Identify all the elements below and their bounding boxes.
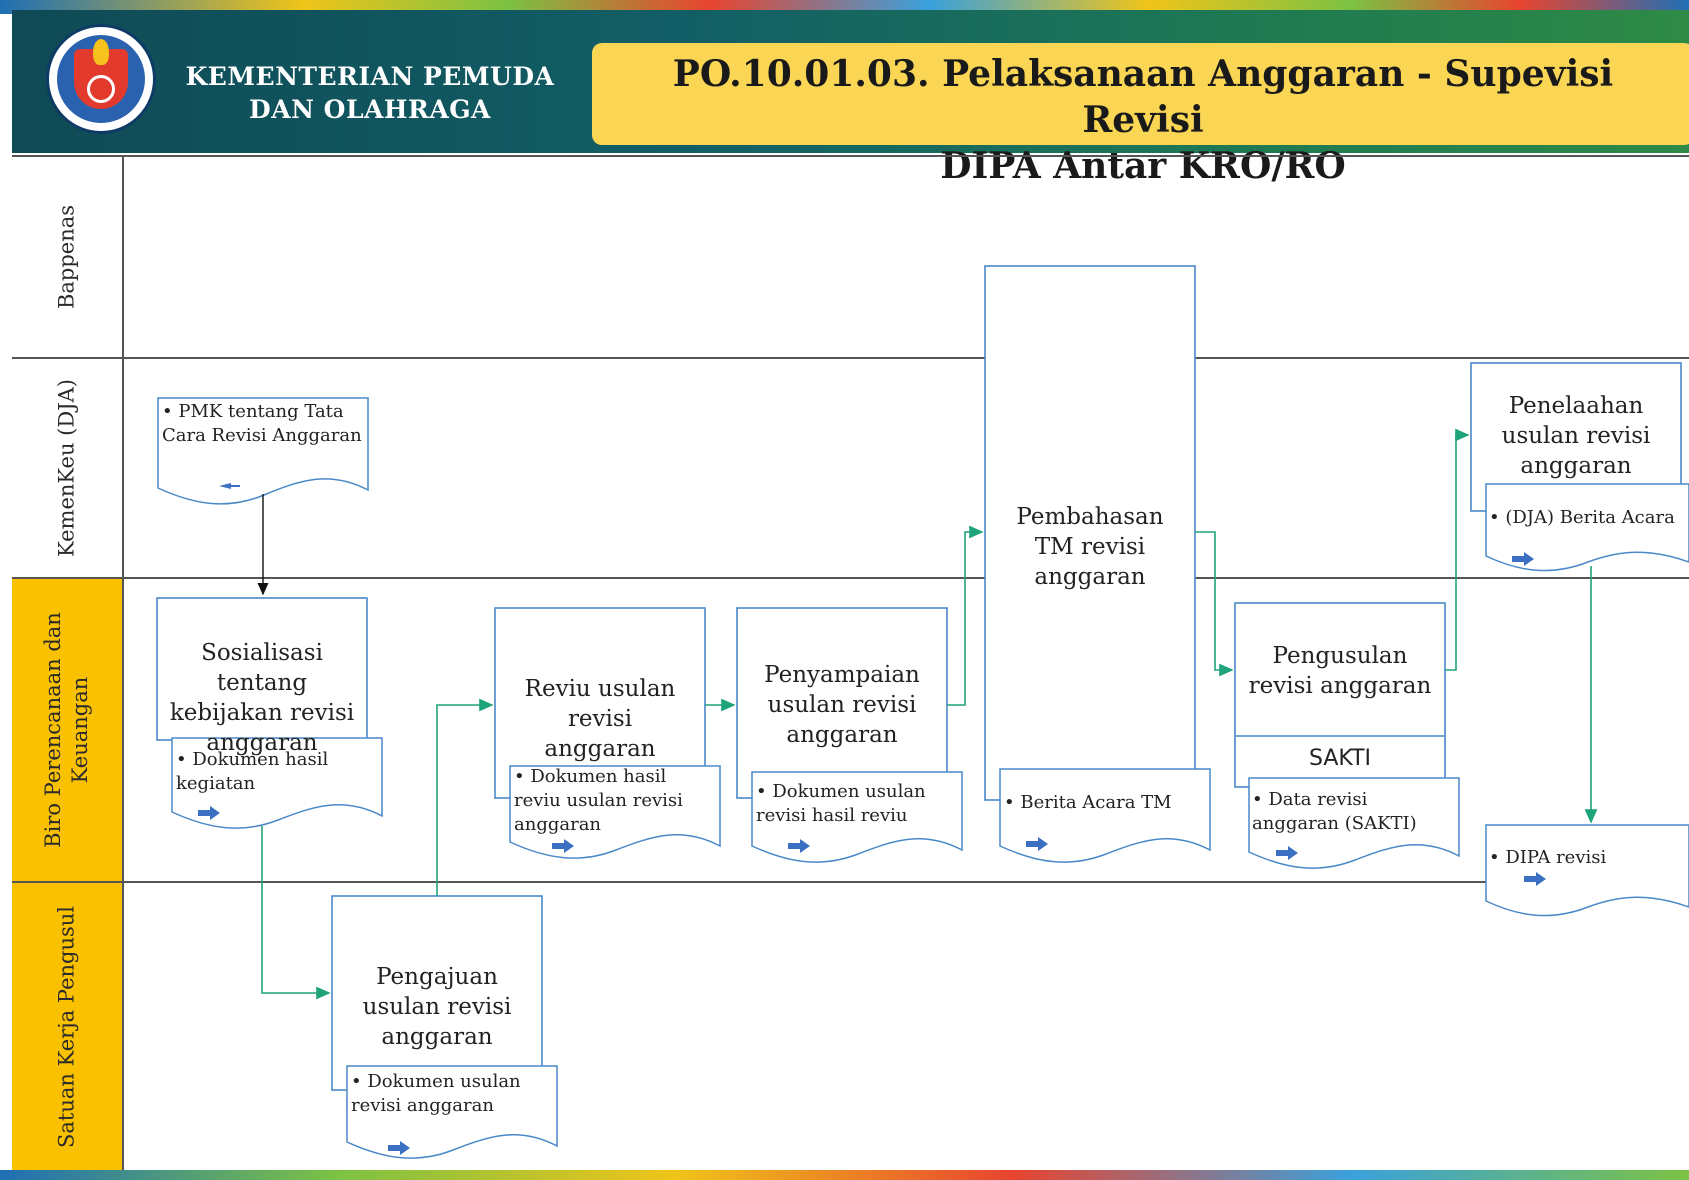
process-penyampaian: Penyampaian usulan revisi anggaran xyxy=(737,608,947,768)
process-sosialisasi: Sosialisasi tentang kebijakan revisi ang… xyxy=(157,598,367,756)
ministry-logo xyxy=(46,24,156,134)
title-line-2: DIPA Antar KRO/RO xyxy=(940,145,1346,187)
flow-pengajuan-to-reviu xyxy=(436,698,494,896)
doc-data-revisi-label: Data revisi anggaran (SAKTI) xyxy=(1252,789,1417,834)
process-sosialisasi-box xyxy=(156,597,368,741)
process-pengajuan-label: Pengajuan usulan revisi anggaran xyxy=(362,964,512,1050)
process-pengusulan-box xyxy=(1234,602,1446,788)
doc-arrow-icon xyxy=(1512,552,1534,566)
doc-usulan-revisi-shape xyxy=(346,1065,558,1159)
process-penelaahan: Penelaahan usulan revisi anggaran xyxy=(1471,363,1681,483)
lane-biro: Biro Perencanaan dan Keuangan xyxy=(12,578,124,882)
doc-dipa-revisi-shape xyxy=(1485,824,1689,917)
doc-pmk: • PMK tentang Tata Cara Revisi Anggaran xyxy=(162,401,362,446)
doc-data-revisi-shape xyxy=(1248,777,1460,869)
header-banner: KEMENTERIAN PEMUDA DAN OLAHRAGA PO.10.01… xyxy=(12,10,1689,187)
process-penelaahan-label: Penelaahan usulan revisi anggaran xyxy=(1501,393,1651,479)
doc-arrow-icon xyxy=(552,839,574,853)
doc-dja-berita-acara: • (DJA) Berita Acara xyxy=(1489,507,1675,528)
system-sakti-label: SAKTI xyxy=(1308,746,1372,771)
flow-sosialisasi-to-pengajuan xyxy=(261,826,331,1000)
doc-hasil-reviu-label: Dokumen hasil reviu usulan revisi anggar… xyxy=(514,766,683,835)
doc-arrow-icon xyxy=(788,839,810,853)
doc-usulan-hasil-reviu-label: Dokumen usulan revisi hasil reviu xyxy=(756,781,926,826)
doc-usulan-hasil-reviu: • Dokumen usulan revisi hasil reviu xyxy=(756,781,926,826)
process-pembahasan-label: Pembahasan TM revisi anggaran xyxy=(1016,504,1164,590)
doc-dipa-revisi: • DIPA revisi xyxy=(1489,847,1607,868)
doc-data-revisi: • Data revisi anggaran (SAKTI) xyxy=(1252,789,1417,834)
process-penyampaian-label: Penyampaian usulan revisi anggaran xyxy=(764,662,920,748)
process-pengusulan: Pengusulan revisi anggaran xyxy=(1235,603,1445,735)
doc-pmk-shape xyxy=(157,397,369,505)
process-sosialisasi-label: Sosialisasi tentang kebijakan revisi ang… xyxy=(169,640,355,756)
doc-hasil-kegiatan-shape xyxy=(171,737,383,829)
process-pengajuan-box xyxy=(331,895,543,1091)
doc-berita-acara-tm-shape xyxy=(999,768,1211,863)
lane-divider xyxy=(12,155,1689,157)
doc-arrow-icon xyxy=(1026,837,1048,851)
bottom-color-strip xyxy=(0,1170,1689,1180)
doc-usulan-revisi: • Dokumen usulan revisi anggaran xyxy=(351,1071,521,1116)
doc-arrow-icon xyxy=(1524,872,1546,886)
doc-dipa-revisi-label: DIPA revisi xyxy=(1505,847,1607,868)
title-line-1: PO.10.01.03. Pelaksanaan Anggaran - Supe… xyxy=(672,53,1614,141)
doc-arrow-icon xyxy=(198,806,220,820)
doc-berita-acara-tm: • Berita Acara TM xyxy=(1004,792,1172,813)
lane-kemenkeu: KemenKeu (DJA) xyxy=(12,358,124,578)
title-box: PO.10.01.03. Pelaksanaan Anggaran - Supe… xyxy=(592,43,1689,187)
page-title: PO.10.01.03. Pelaksanaan Anggaran - Supe… xyxy=(612,51,1674,189)
process-reviu: Reviu usulan revisi anggaran xyxy=(495,608,705,768)
process-penyampaian-box xyxy=(736,607,948,799)
process-pengusulan-label: Pengusulan revisi anggaran xyxy=(1248,643,1432,699)
doc-dja-berita-acara-label: (DJA) Berita Acara xyxy=(1505,507,1675,528)
lane-divider xyxy=(12,357,1689,359)
doc-hasil-reviu-shape xyxy=(509,765,721,859)
lane-satker: Satuan Kerja Pengusul xyxy=(12,882,124,1172)
org-name: KEMENTERIAN PEMUDA DAN OLAHRAGA xyxy=(185,62,555,124)
doc-pmk-label: PMK tentang Tata Cara Revisi Anggaran xyxy=(162,401,362,446)
doc-hasil-reviu: • Dokumen hasil reviu usulan revisi angg… xyxy=(514,766,683,835)
doc-arrow-icon xyxy=(388,1141,410,1155)
doc-hasil-kegiatan: • Dokumen hasil kegiatan xyxy=(176,749,329,794)
lane-bappenas: Bappenas xyxy=(12,155,124,358)
process-pembahasan: Pembahasan TM revisi anggaran xyxy=(985,266,1195,766)
doc-arrow-icons xyxy=(198,483,1546,1155)
doc-usulan-revisi-label: Dokumen usulan revisi anggaran xyxy=(351,1071,521,1116)
process-pembahasan-box xyxy=(984,265,1196,801)
process-reviu-label: Reviu usulan revisi anggaran xyxy=(524,676,676,762)
flow-penyampaian-to-pembahasan xyxy=(947,525,984,706)
lane-divider xyxy=(12,577,1689,579)
doc-arrow-icon xyxy=(1276,846,1298,860)
flow-pembahasan-to-pengusulan xyxy=(1195,531,1234,677)
lane-divider xyxy=(12,881,1689,883)
doc-hasil-kegiatan-label: Dokumen hasil kegiatan xyxy=(176,749,329,794)
process-pengajuan: Pengajuan usulan revisi anggaran xyxy=(332,896,542,1066)
doc-berita-acara-tm-label: Berita Acara TM xyxy=(1020,792,1172,813)
doc-dja-berita-acara-shape xyxy=(1485,483,1689,572)
flow-pengusulan-to-penelaahan xyxy=(1445,428,1470,671)
doc-arrow-icon xyxy=(219,483,240,489)
doc-usulan-hasil-reviu-shape xyxy=(751,771,963,863)
